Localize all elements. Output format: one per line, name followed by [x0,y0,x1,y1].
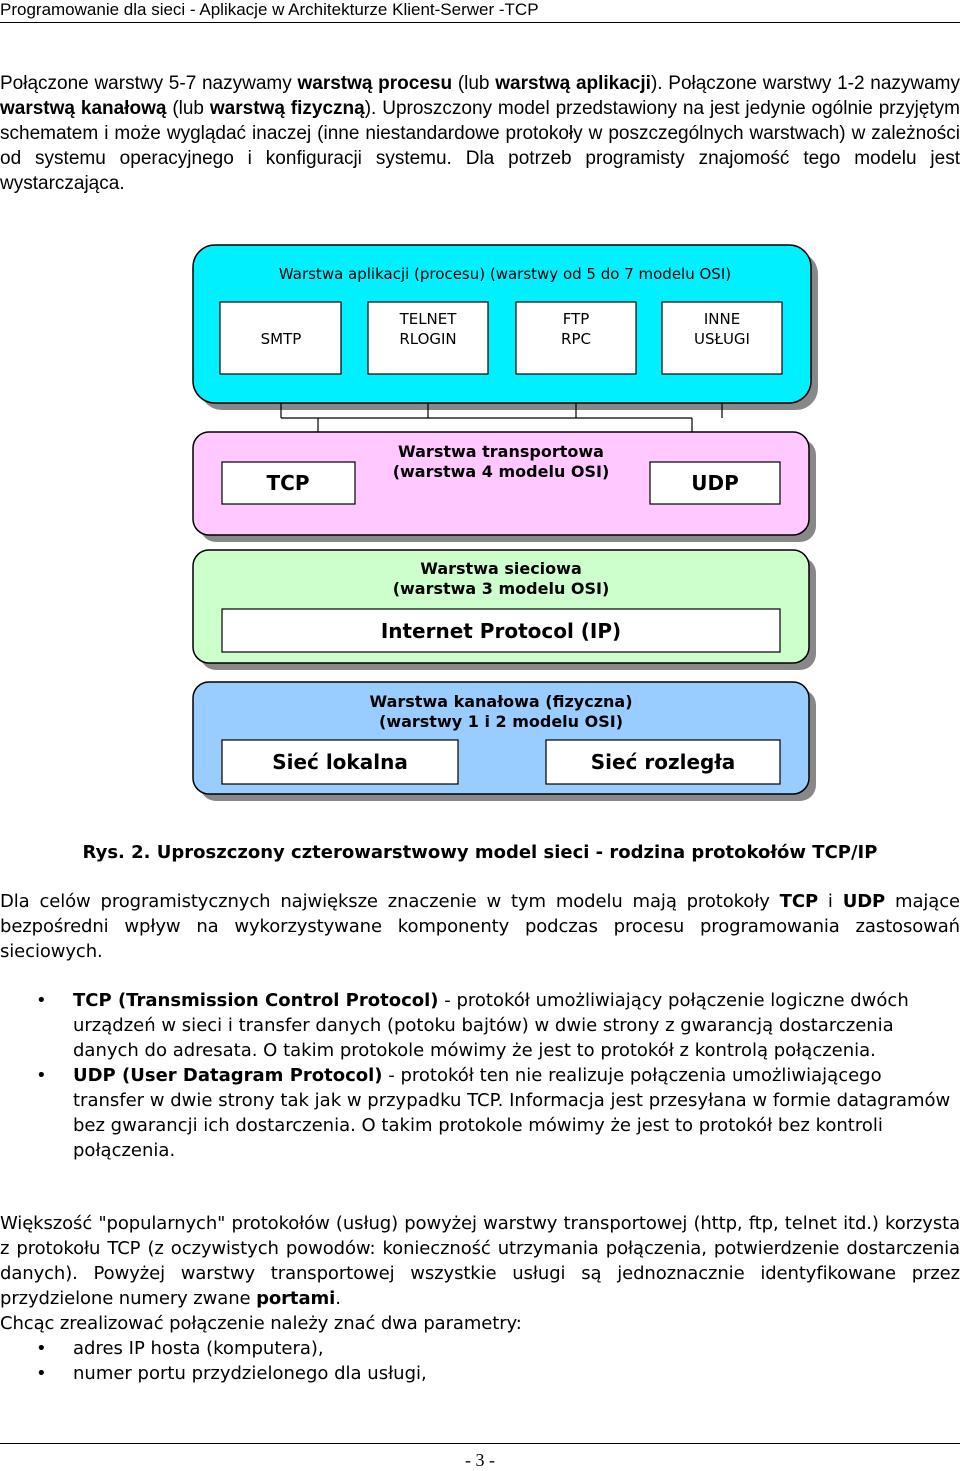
term-udp: UDP [842,891,886,912]
para-text: i [818,891,843,912]
app-layer-box [192,244,812,404]
app-box-ftp-line1: FTP [563,310,590,328]
protocol-list: • TCP (Transmission Control Protocol) - p… [0,988,960,1163]
page-number: - 3 - [465,1450,495,1470]
transport-layer-box [192,431,810,536]
footer-rule [0,1443,960,1444]
ip-label: Internet Protocol (IP) [381,619,621,643]
link-layer-title-1: Warstwa kanałowa (fizyczna) [370,692,633,711]
app-box-smtp-label: SMTP [261,330,302,348]
udp-box [649,461,781,505]
connector-lines [280,403,723,462]
app-box-telnet [367,301,489,375]
tcp-box [221,461,356,505]
app-box-ftp [515,301,637,375]
list-item: • adres IP hosta (komputera), [0,1336,960,1361]
bullet-icon: • [36,1363,47,1384]
intro-text: ). [364,98,377,119]
app-box-other-line1: INNE [704,310,740,328]
intro-text: Połączone warstwy 5-7 nazywamy [0,73,298,94]
wan-box [545,739,781,785]
bullet-icon: • [36,990,47,1011]
paragraph-ports: Większość "popularnych" protokołów (usłu… [0,1211,960,1311]
protocol-description: - protokół umożliwiający połączenie logi… [73,990,909,1061]
list-item: • numer portu przydzielonego dla usługi, [0,1361,960,1386]
header-title: Programowanie dla sieci - Aplikacje w Ar… [0,0,539,19]
term-physical-layer: warstwą fizyczną [209,98,365,119]
app-box-smtp [219,301,342,375]
intro-text-2: Uproszczony model przedstawiony na jest … [0,98,960,194]
header-rule [0,22,960,23]
paragraph-protocols-importance: Dla celów programistycznych największe z… [0,889,960,964]
para-text: mające bezpośredni wpływ na wykorzystywa… [0,891,960,962]
para-text: Dla celów programistycznych największe z… [0,891,780,912]
bullet-icon: • [36,1338,47,1359]
network-layer-title-1: Warstwa sieciowa [420,559,581,578]
term-process-layer: warstwą procesu [297,73,453,94]
term-channel-layer: warstwą kanałową [0,98,167,119]
list-item: • TCP (Transmission Control Protocol) - p… [0,988,960,1063]
transport-layer-title-2: (warstwa 4 modelu OSI) [393,462,610,481]
term-ports: portami [256,1288,336,1309]
lan-box [221,739,459,785]
app-box-other-line2: USŁUGI [694,330,750,348]
bullet-icon: • [36,1065,47,1086]
figure-caption: Rys. 2. Uproszczony czterowarstwowy mode… [82,842,878,863]
protocol-name: UDP (User Datagram Protocol) [73,1065,383,1086]
app-box-other [661,301,783,375]
udp-label: UDP [691,471,739,495]
term-tcp: TCP [779,891,819,912]
list-item: • UDP (User Datagram Protocol) - protokół… [0,1063,960,1163]
transport-layer-title-1: Warstwa transportowa [398,442,604,461]
app-box-telnet-line1: TELNET [399,310,458,328]
term-application-layer: warstwą aplikacji [495,73,651,94]
tcp-label: TCP [267,471,310,495]
app-box-telnet-line2: RLOGIN [399,330,456,348]
protocol-description: - protokół ten nie realizuje połączenia … [73,1065,951,1161]
protocol-name: TCP (Transmission Control Protocol) [73,990,439,1011]
intro-text: ). Połączone warstwy 1-2 nazywamy [650,73,960,94]
tcpip-model-diagram: Warstwa aplikacji (procesu) (warstwy od … [192,244,818,801]
ip-box [221,608,781,653]
paragraph-parameters: Chcąc zrealizować połączenie należy znać… [0,1313,522,1334]
lan-label: Sieć lokalna [272,750,408,774]
parameter-text: numer portu przydzielonego dla usługi, [73,1363,427,1384]
intro-text: (lub [166,98,210,119]
link-layer-title-2: (warstwy 1 i 2 modelu OSI) [379,712,623,731]
intro-paragraph: Połączone warstwy 5-7 nazywamy warstwą p… [0,71,960,196]
intro-text: (lub [452,73,496,94]
wan-label: Sieć rozległa [591,750,736,774]
parameter-list: • adres IP hosta (komputera), • numer port… [0,1336,960,1386]
app-layer-title: Warstwa aplikacji (procesu) (warstwy od … [279,265,731,283]
para-text: . [335,1288,341,1309]
app-box-ftp-line2: RPC [561,330,591,348]
para-text: Większość "popularnych" protokołów (usłu… [0,1213,960,1309]
network-layer-title-2: (warstwa 3 modelu OSI) [393,579,610,598]
parameter-text: adres IP hosta (komputera), [73,1338,324,1359]
